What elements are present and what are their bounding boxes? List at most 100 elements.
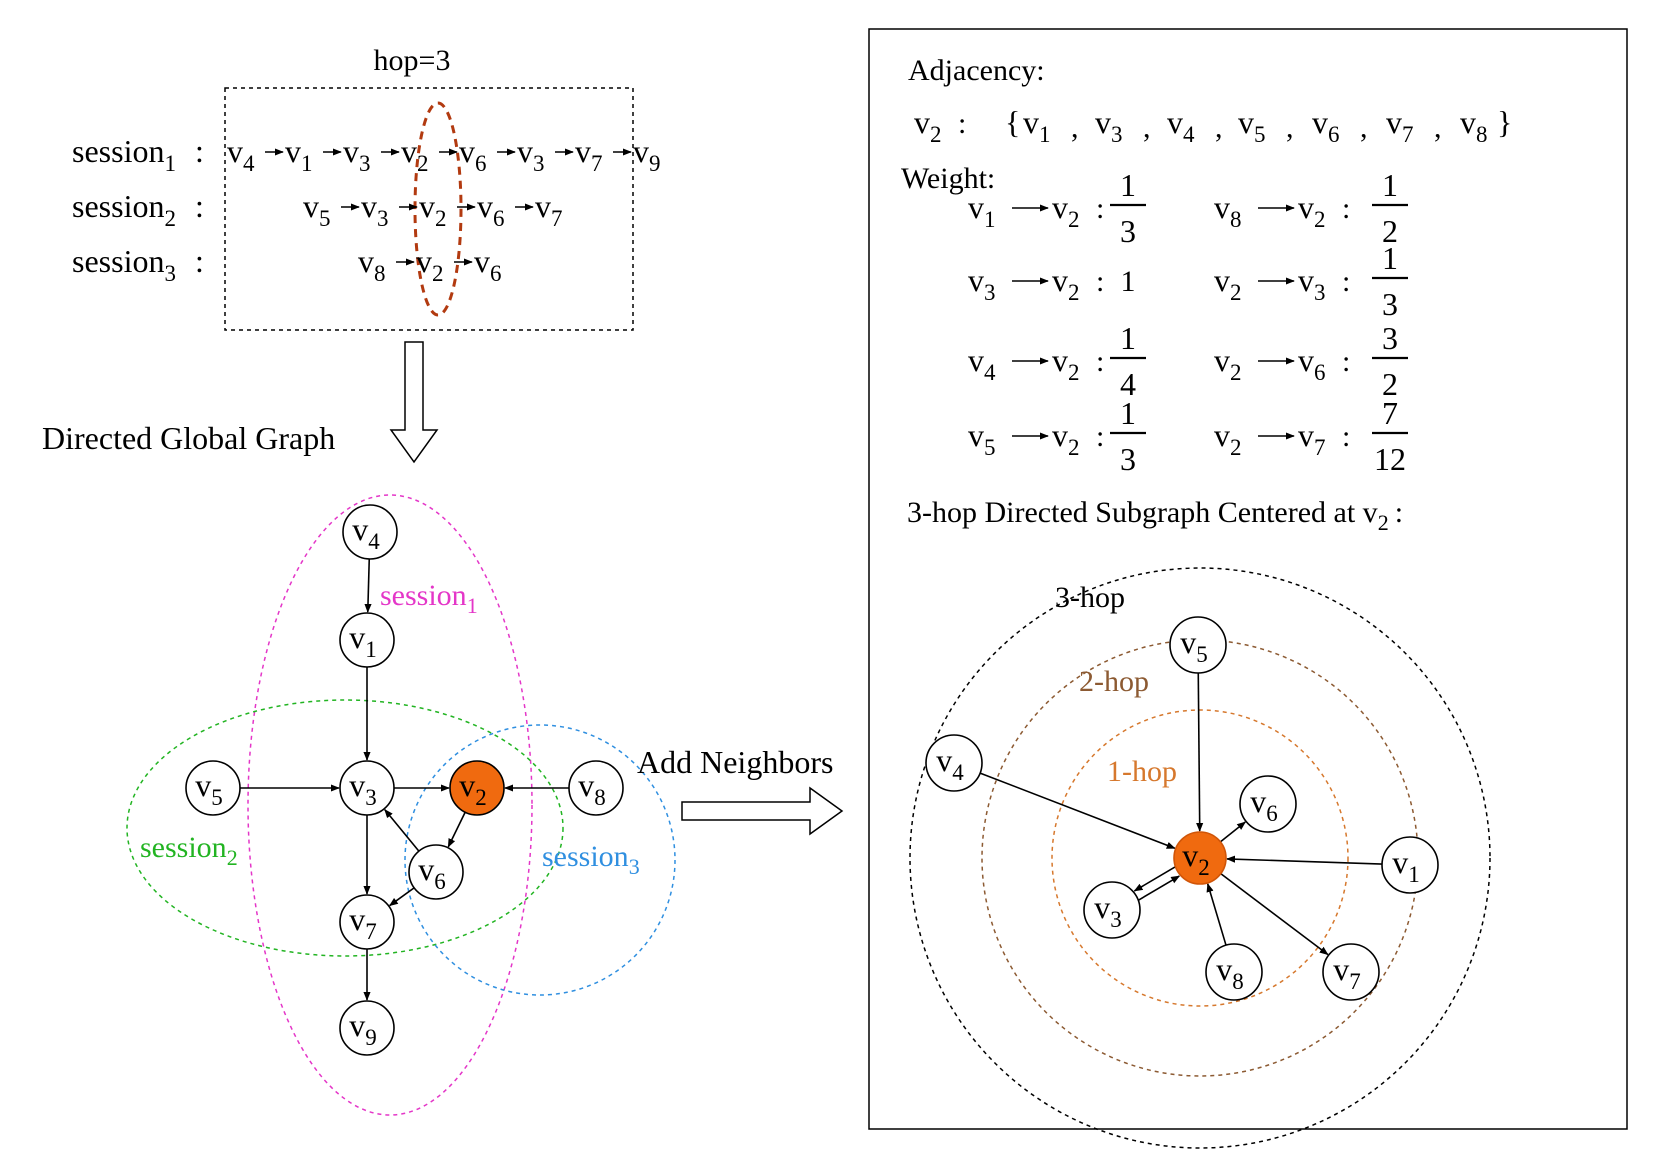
node-label: v8: [578, 767, 606, 810]
edge-v4-v2: [979, 772, 1176, 850]
hop2-label: 2-hop: [1079, 665, 1149, 698]
add-neighbors-label: Add Neighbors: [637, 744, 833, 780]
right-panel-border: [868, 28, 1628, 1130]
node-v7: v7: [339, 894, 395, 950]
weight-numerator: 1: [1382, 240, 1398, 276]
weight-numerator: 3: [1382, 320, 1398, 356]
subgraph-node-v4: v4: [925, 734, 983, 792]
colon: :: [195, 243, 204, 279]
node-label: v2: [1182, 837, 1210, 880]
edge-v2-v6: [1219, 821, 1246, 843]
subgraph-edges: [979, 672, 1383, 956]
weight-source: v3: [968, 262, 996, 305]
node-label: v7: [349, 901, 377, 944]
edge-v3-v2: [1138, 875, 1181, 901]
weight-numerator: 1: [1120, 320, 1136, 356]
edge-v5-v2: [1196, 672, 1204, 832]
sequence-item-v3: v3: [517, 133, 545, 176]
open-brace: {: [1005, 104, 1020, 140]
weight-target: v2: [1052, 189, 1080, 232]
weight-denominator: 3: [1120, 441, 1136, 477]
adjacency-node: v2: [914, 104, 942, 147]
weight-source: v2: [1214, 342, 1242, 385]
hop3-label: 3-hop: [1055, 581, 1125, 614]
adjacency-item-v3: v3: [1095, 104, 1123, 147]
weight-label: Weight:: [901, 162, 995, 195]
edge-v6-v3: [384, 808, 420, 852]
subgraph-node-v3: v3: [1083, 881, 1141, 939]
sequence-item-v3: v3: [343, 133, 371, 176]
directed-global-graph-label: Directed Global Graph: [42, 420, 335, 456]
sequence-item-v9: v9: [633, 133, 661, 176]
node-label: v4: [352, 511, 380, 554]
weight-numerator: 7: [1382, 395, 1398, 431]
comma: ,: [1143, 111, 1151, 144]
sequence-item-v5: v5: [303, 188, 331, 231]
adjacency-line: v2:{v1,v3,v4,v5,v6,v7,v8}: [914, 104, 1512, 147]
colon: :: [1096, 192, 1104, 225]
node-v4: v4: [342, 504, 398, 560]
comma: ,: [1434, 111, 1442, 144]
node-v1: v1: [339, 612, 395, 668]
sequence-item-v6: v6: [474, 243, 502, 286]
node-label: v4: [936, 742, 964, 785]
colon: :: [1096, 420, 1104, 453]
session1-label: session1: [380, 579, 478, 618]
adjacency-item-v6: v6: [1312, 104, 1340, 147]
edge-v4-v1: [364, 558, 372, 613]
session-row-label: session1: [72, 133, 176, 176]
colon: :: [1342, 265, 1350, 298]
sequence-item-v7: v7: [535, 188, 563, 231]
weight-target: v6: [1298, 342, 1326, 385]
node-v6: v6: [408, 844, 464, 900]
comma: ,: [1286, 111, 1294, 144]
weight-numerator: 1: [1120, 167, 1136, 203]
right-panel: Adjacency: v2:{v1,v3,v4,v5,v6,v7,v8} Wei…: [868, 28, 1628, 1149]
colon: :: [1342, 420, 1350, 453]
node-label: v3: [349, 767, 377, 810]
node-label: v5: [1180, 624, 1208, 667]
weight-source: v5: [968, 417, 996, 460]
weight-denominator: 2: [1382, 213, 1398, 249]
weight-denominator: 4: [1120, 366, 1136, 402]
colon: :: [1096, 345, 1104, 378]
subgraph-node-v8: v8: [1205, 943, 1263, 1001]
colon: :: [958, 107, 966, 140]
node-v9: v9: [339, 1000, 395, 1056]
sequence-item-v8: v8: [358, 243, 386, 286]
colon: :: [1342, 192, 1350, 225]
global-nodes: v4 v1 v5 v3 v2 v8 v6 v7 v9: [185, 504, 624, 1056]
comma: ,: [1360, 111, 1368, 144]
sequence-item-v6: v6: [477, 188, 505, 231]
subgraph-node-v7: v7: [1322, 943, 1380, 1001]
weight-target: v2: [1052, 342, 1080, 385]
weight-numerator: 1: [1120, 395, 1136, 431]
hop-label: hop=3: [374, 44, 451, 77]
node-label: v1: [349, 619, 377, 662]
adjacency-item-v5: v5: [1238, 104, 1266, 147]
weight-source: v4: [968, 342, 996, 385]
close-brace: }: [1497, 104, 1512, 140]
comma: ,: [1215, 111, 1223, 144]
weight-source: v2: [1214, 262, 1242, 305]
sequence-item-v7: v7: [575, 133, 603, 176]
weight-source: v1: [968, 189, 996, 232]
edge-v8-v2: [1206, 883, 1227, 946]
node-v2: v2: [449, 760, 505, 816]
session2-region: [126, 699, 564, 957]
edge-v2-v6: [447, 811, 466, 848]
node-label: v5: [195, 767, 223, 810]
adjacency-item-v4: v4: [1167, 104, 1195, 147]
down-arrow: [389, 341, 439, 464]
edge-v2-v7: [1220, 873, 1329, 956]
